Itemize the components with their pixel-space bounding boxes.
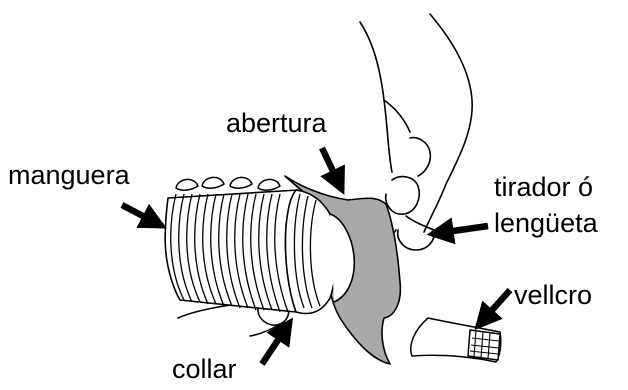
fingers-on-hose [176,177,280,190]
label-pull-tab-line1: tirador ó [494,174,593,201]
label-collar: collar [172,356,237,383]
label-pull-tab-line2: lengüeta [494,210,598,237]
velcro-strip [411,318,501,362]
hose-arrow [122,205,162,226]
label-hose: manguera [8,162,130,189]
velcro-arrow [478,290,510,326]
label-velcro: vellcro [514,282,592,309]
label-opening: abertura [226,110,327,137]
opening-arrow [322,148,342,190]
hose-body [165,190,298,312]
pull-tab-arrow [432,226,488,234]
collar-arrow [262,322,290,364]
